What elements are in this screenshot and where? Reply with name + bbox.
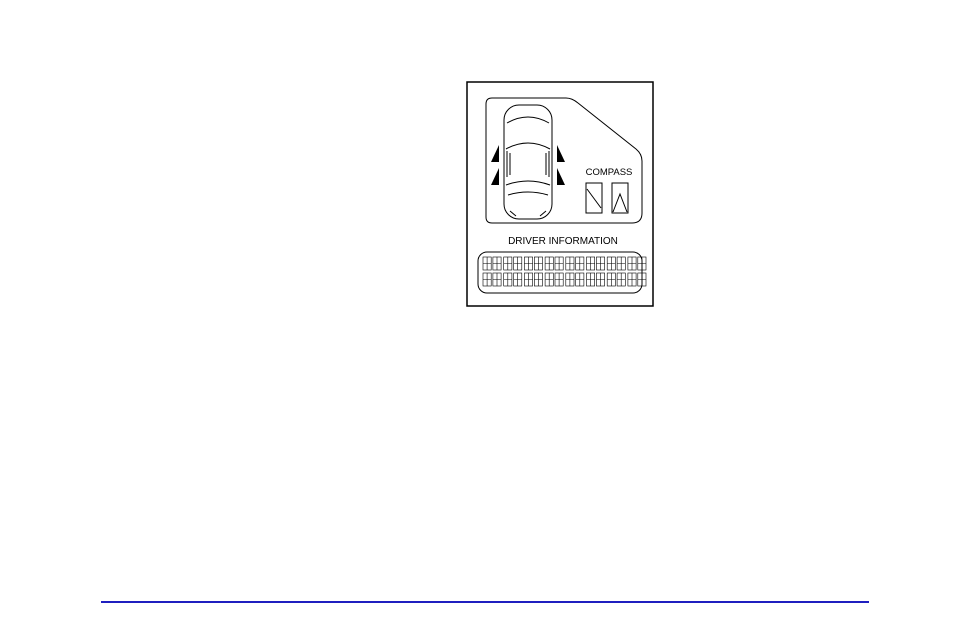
compass-label: COMPASS [586, 167, 633, 178]
driver-information-center-illustration: COMPASS DRIVER INFORMATION [466, 81, 654, 307]
figure-frame [467, 82, 653, 306]
driver-information-label: DRIVER INFORMATION [508, 236, 618, 247]
footer-rule [101, 601, 869, 603]
